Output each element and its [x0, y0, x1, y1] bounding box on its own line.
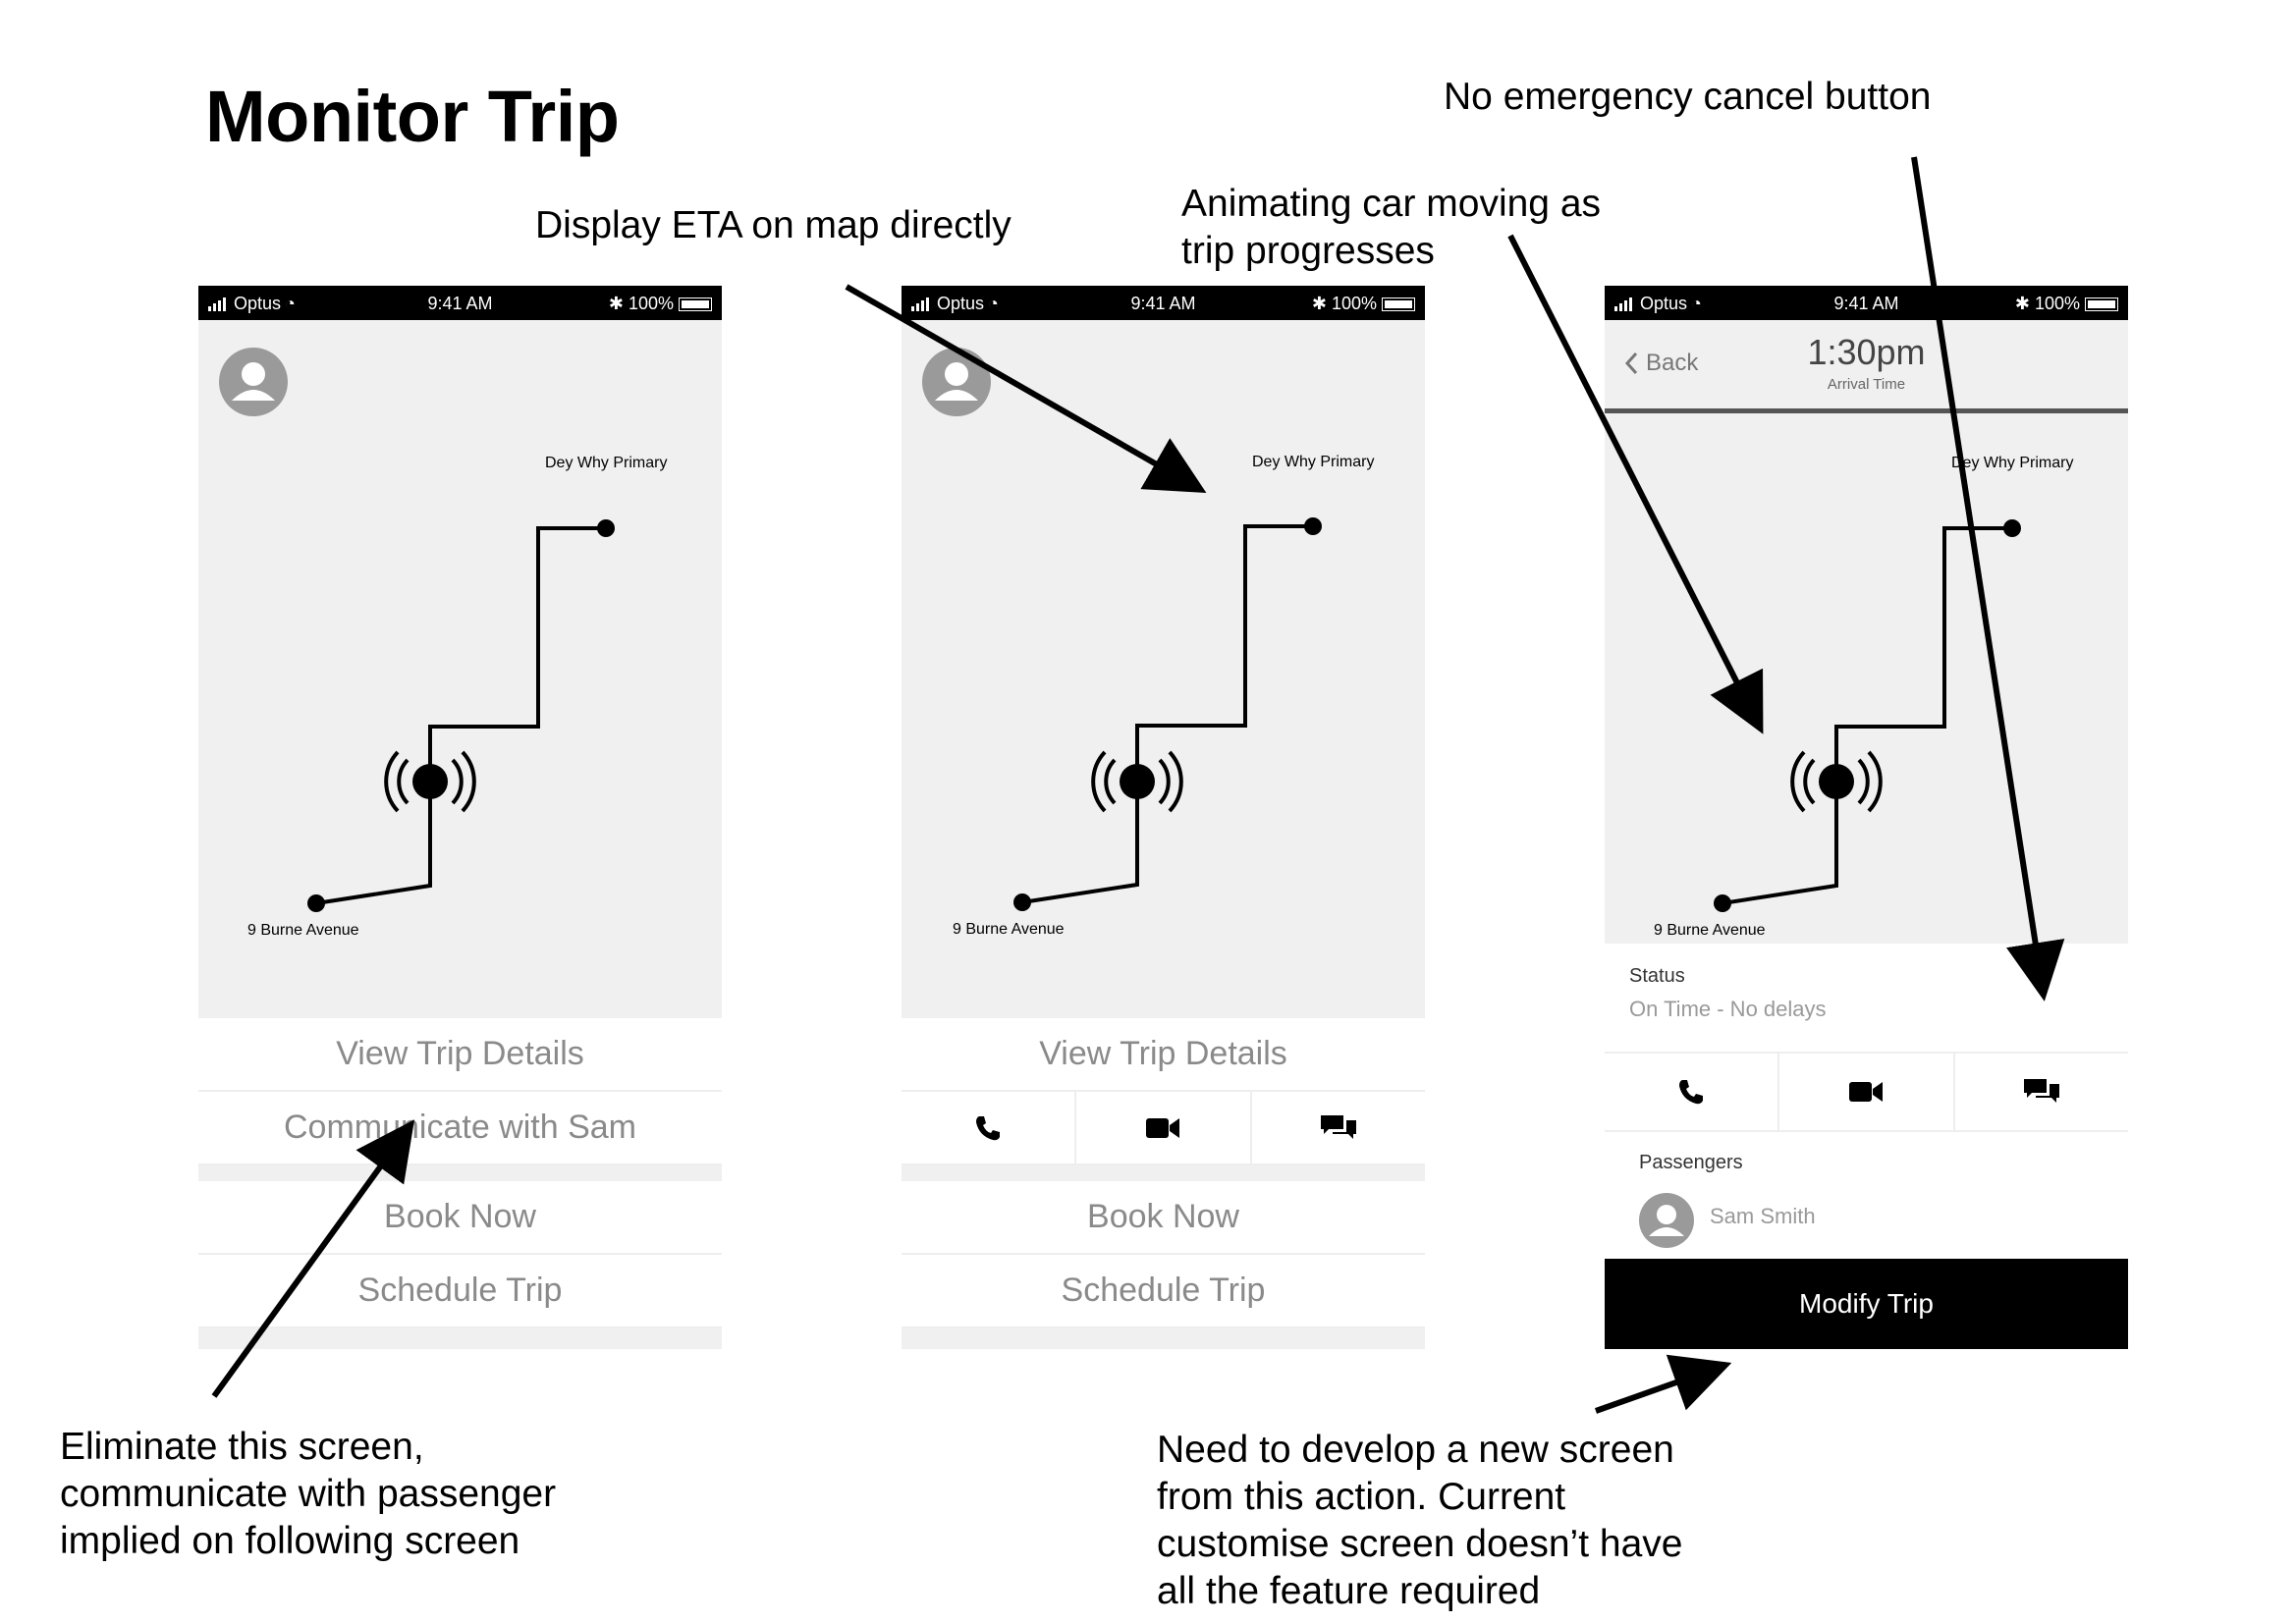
modify-trip-button[interactable]: Modify Trip: [1605, 1259, 2128, 1349]
battery-label: 100%: [628, 294, 674, 313]
status-bar: Optus◔ 9:41 AM ✱100%: [1605, 286, 2128, 320]
arrival-time: 1:30pm: [1807, 332, 1926, 372]
trip-map: [902, 320, 1425, 1007]
schedule-trip-button[interactable]: Schedule Trip: [198, 1255, 722, 1328]
call-button[interactable]: [1605, 1054, 1780, 1130]
view-trip-details-button[interactable]: View Trip Details: [198, 1018, 722, 1092]
bluetooth-icon: ✱: [608, 294, 624, 313]
phone-screen-2: Optus◔ 9:41 AM ✱100% Dey Why Primary 9 B…: [902, 286, 1425, 1349]
status-value: On Time - No delays: [1629, 997, 1827, 1021]
annotation-display-eta: Display ETA on map directly: [535, 204, 1011, 246]
annotation-new-screen: Need to develop a new screen from this a…: [1157, 1429, 1683, 1612]
annotation-no-cancel: No emergency cancel button: [1444, 76, 1932, 118]
chat-button[interactable]: [1955, 1054, 2128, 1130]
origin-label: 9 Burne Avenue: [953, 921, 1065, 938]
bluetooth-icon: ✱: [1311, 294, 1327, 313]
signal-icon: [208, 297, 230, 311]
chat-icon: [2023, 1079, 2059, 1103]
booking-menu: Book Now Schedule Trip: [198, 1181, 722, 1328]
origin-label: 9 Burne Avenue: [247, 922, 359, 939]
video-icon: [1849, 1082, 1884, 1102]
call-button[interactable]: [902, 1092, 1077, 1163]
battery-icon: [2085, 297, 2118, 311]
passengers-title: Passengers: [1639, 1152, 1743, 1173]
avatar[interactable]: [922, 348, 991, 416]
destination-label: Dey Why Primary: [1951, 455, 2074, 471]
battery-icon: [1382, 297, 1415, 311]
video-call-button[interactable]: [1779, 1054, 1955, 1130]
passenger-avatar: [1639, 1193, 1694, 1248]
video-call-button[interactable]: [1076, 1092, 1252, 1163]
chat-button[interactable]: [1252, 1092, 1425, 1163]
page-title: Monitor Trip: [205, 76, 620, 157]
status-bar: Optus◔ 9:41 AM ✱100%: [198, 286, 722, 320]
trip-menu: View Trip Details: [902, 1018, 1425, 1165]
trip-menu: View Trip Details Communicate with Sam: [198, 1018, 722, 1165]
avatar[interactable]: [219, 348, 288, 416]
passenger-name[interactable]: Sam Smith: [1710, 1204, 1816, 1228]
battery-label: 100%: [1331, 294, 1377, 313]
phone-screen-3: Optus◔ 9:41 AM ✱100% Back 1:30pm Arrival…: [1605, 286, 2128, 1349]
status-title: Status: [1629, 965, 1685, 987]
status-time: 9:41 AM: [427, 294, 493, 313]
video-icon: [1146, 1117, 1180, 1138]
arrow-new-screen: [1594, 1354, 1732, 1414]
wifi-icon: ◔: [285, 294, 296, 313]
status-bar: Optus◔ 9:41 AM ✱100%: [902, 286, 1425, 320]
booking-menu: Book Now Schedule Trip: [902, 1181, 1425, 1328]
nav-bar: Back 1:30pm Arrival Time: [1605, 320, 2128, 413]
destination-label: Dey Why Primary: [545, 455, 668, 471]
destination-label: Dey Why Primary: [1252, 454, 1375, 470]
phone-icon: [1679, 1080, 1704, 1105]
annotation-eliminate: Eliminate this screen, communicate with …: [60, 1426, 557, 1562]
trip-map: [198, 320, 722, 1007]
origin-label: 9 Burne Avenue: [1654, 922, 1766, 939]
schedule-trip-button[interactable]: Schedule Trip: [902, 1255, 1425, 1328]
battery-icon: [679, 297, 712, 311]
bluetooth-icon: ✱: [2014, 294, 2030, 313]
communicate-button[interactable]: Communicate with Sam: [198, 1092, 722, 1165]
annotation-animating-car: Animating car moving as trip progresses: [1181, 183, 1602, 272]
carrier-label: Optus: [234, 294, 282, 313]
book-now-button[interactable]: Book Now: [198, 1181, 722, 1255]
chat-icon: [1320, 1114, 1356, 1139]
status-panel: Status On Time - No delays: [1605, 944, 2128, 1054]
contact-actions: [902, 1092, 1425, 1165]
view-trip-details-button[interactable]: View Trip Details: [902, 1018, 1425, 1092]
battery-label: 100%: [2034, 294, 2080, 313]
contact-actions: [1605, 1054, 2128, 1132]
book-now-button[interactable]: Book Now: [902, 1181, 1425, 1255]
arrival-caption: Arrival Time: [1827, 376, 1906, 393]
passengers-panel: Passengers Sam Smith: [1605, 1132, 2128, 1260]
phone-icon: [976, 1115, 1001, 1140]
trip-map: [1605, 320, 2128, 1007]
status-time: 9:41 AM: [1833, 294, 1899, 313]
phone-screen-1: Optus◔ 9:41 AM ✱100% Dey Why Primary 9 B…: [198, 286, 722, 1349]
